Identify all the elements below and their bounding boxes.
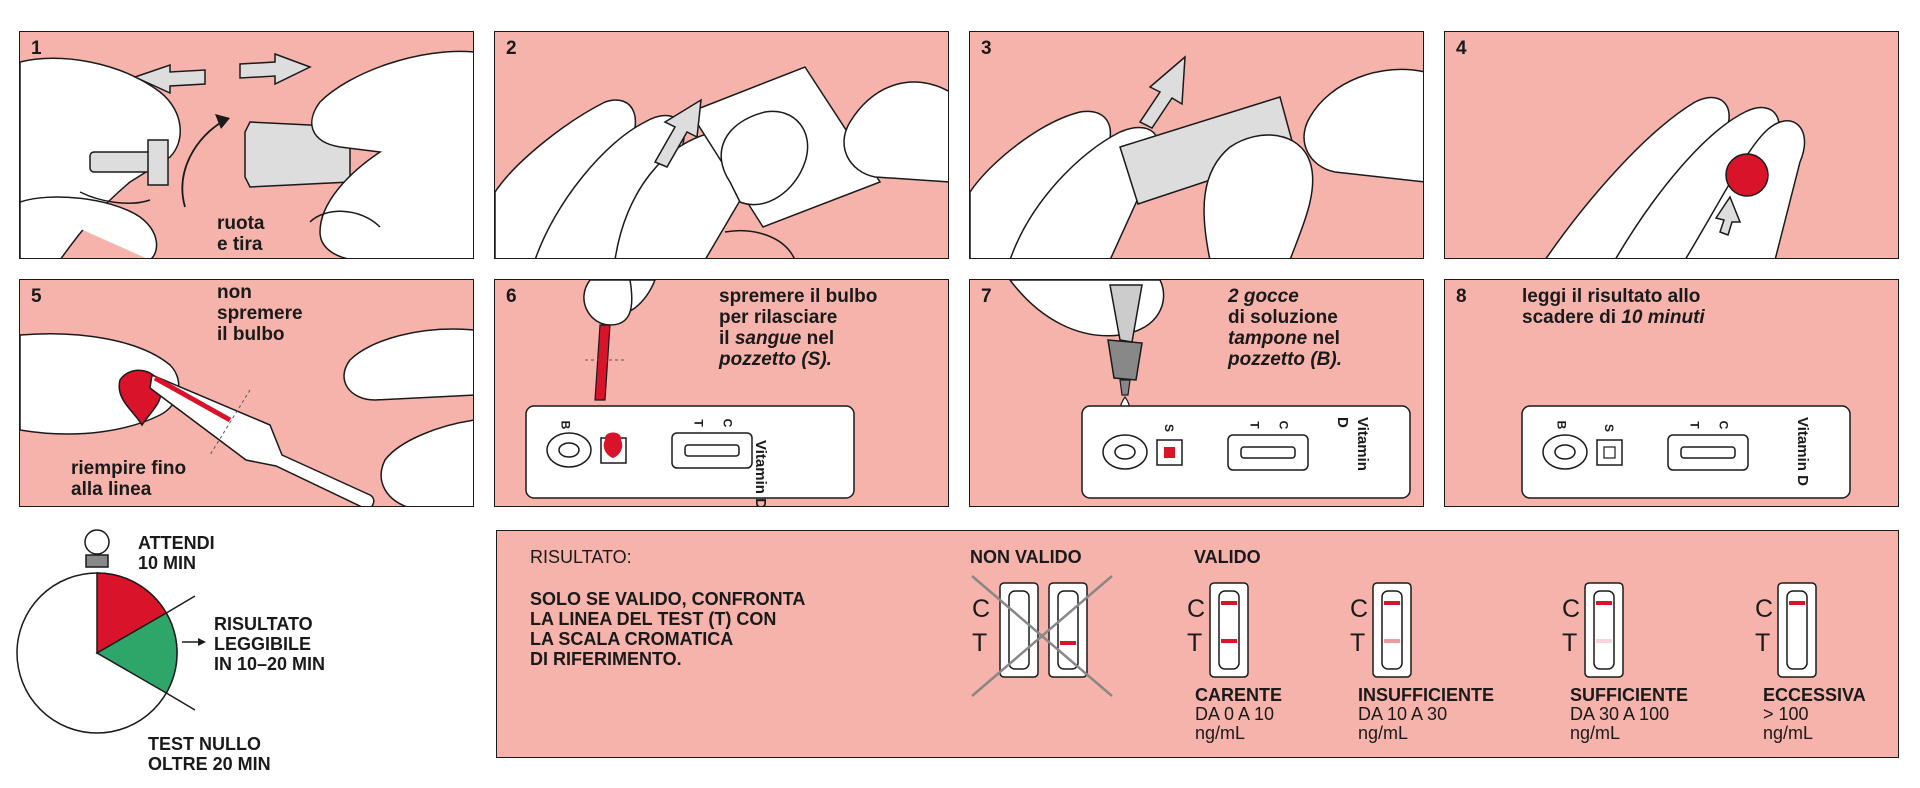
step-number: 3 (981, 38, 992, 59)
timer-wait-label: ATTENDI 10 MIN (138, 533, 215, 573)
step-8-panel: 8 leggi il risultato allo scadere di 10 … (1444, 279, 1899, 507)
result-instructions: SOLO SE VALIDO, CONFRONTA LA LINEA DEL T… (530, 589, 806, 669)
valid-label: VALIDO (1194, 547, 1261, 567)
category-unit: ng/mL (1358, 723, 1409, 743)
cassette-c-label: C (720, 418, 735, 428)
step-number: 5 (31, 286, 42, 307)
step-number: 7 (981, 286, 992, 307)
step-number: 2 (506, 38, 517, 59)
step-7-panel: 7 2 gocce di soluzione tampone nel pozze… (969, 279, 1424, 507)
step-7-label: 2 gocce di soluzione tampone nel pozzett… (1228, 286, 1342, 370)
category-name: CARENTE (1195, 685, 1283, 705)
test-strip (1372, 582, 1412, 678)
step-1-illustration (20, 50, 473, 258)
category-range: DA 0 A 10 (1195, 704, 1275, 724)
cassette-c-label: C (1716, 420, 1731, 430)
step-5-label-bottom: riempire fino alla linea (71, 458, 187, 500)
step-5-illustration (20, 328, 473, 506)
step-7-illustration (1009, 280, 1411, 499)
cassette-brand: Vitamin D (1794, 417, 1811, 486)
result-panel: RISULTATO: SOLO SE VALIDO, CONFRONTA LA … (496, 530, 1899, 758)
timer-readable-label: RISULTATO LEGGIBILE IN 10–20 MIN (214, 614, 326, 674)
category-name: SUFFICIENTE (1570, 685, 1689, 705)
step-number: 6 (506, 286, 517, 307)
step-1-label: ruota e tira (217, 213, 265, 255)
t-letter: T (972, 629, 988, 657)
category-unit: ng/mL (1570, 723, 1621, 743)
cassette-well-b-label: B (1554, 420, 1569, 430)
step-number: 4 (1456, 38, 1467, 59)
cassette-c-label: C (1276, 420, 1291, 430)
category-range: > 100 (1763, 704, 1809, 724)
category-unit: ng/mL (1763, 723, 1814, 743)
step-number: 8 (1456, 286, 1467, 307)
step-1-panel: 1 ruota e tira (19, 31, 474, 259)
timer-null-label: TEST NULLO OLTRE 20 MIN (148, 734, 271, 774)
cassette-well-s-label: S (1602, 423, 1617, 433)
category-range: DA 10 A 30 (1358, 704, 1448, 724)
step-2-illustration (495, 66, 948, 258)
invalid-strips (971, 575, 1113, 697)
cassette-t-label: T (691, 419, 706, 427)
step-6-label: spremere il bulbo per rilasciare il sang… (719, 286, 878, 370)
cassette-t-label: T (1687, 421, 1702, 429)
readable-wedge (95, 611, 178, 695)
step-5-panel: 5 non spremere il bulbo riempire fino al… (19, 279, 474, 507)
timer-diagram (16, 529, 206, 734)
step-3-illustration (970, 55, 1423, 258)
step-6-illustration (525, 280, 855, 499)
step-2-panel: 2 (494, 31, 949, 259)
test-strip (1584, 582, 1624, 678)
category-range: DA 30 A 100 (1570, 704, 1670, 724)
step-number: 1 (31, 38, 42, 59)
wait-wedge (96, 572, 168, 655)
step-3-panel: 3 (969, 31, 1424, 259)
category-name: ECCESSIVA (1763, 685, 1866, 705)
cassette-brand: Vitamin D (752, 440, 769, 507)
category-name: INSUFFICIENTE (1358, 685, 1495, 705)
step-4-panel: 4 (1444, 31, 1899, 259)
category-unit: ng/mL (1195, 723, 1246, 743)
step-8-illustration (1521, 405, 1851, 499)
step-8-label: leggi il risultato allo scadere di 10 mi… (1522, 286, 1705, 328)
cassette-well-b-label: B (558, 420, 573, 430)
step-5-label-top: non spremere il bulbo (217, 282, 303, 345)
cassette-brand: Vitamin D (1334, 417, 1371, 471)
test-strip (1777, 582, 1817, 678)
cassette-well-s-label: S (1162, 423, 1177, 433)
step-6-panel: 6 spremere il bulbo per rilasciare il sa… (494, 279, 949, 507)
step-4-illustration (1545, 96, 1806, 258)
invalid-label: NON VALIDO (970, 547, 1082, 567)
test-strip (1209, 582, 1249, 678)
c-letter: C (972, 595, 991, 623)
cassette-t-label: T (1247, 421, 1262, 429)
result-title: RISULTATO: (530, 547, 632, 567)
